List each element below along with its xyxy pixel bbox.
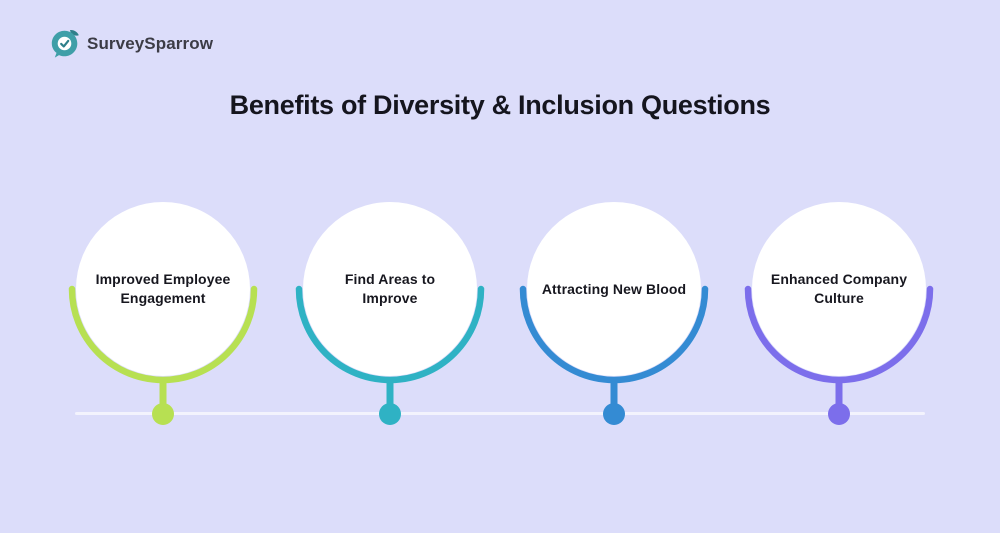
benefit-bubble-graphic [68, 202, 258, 425]
connector-dot [152, 403, 174, 425]
brand-logo: SurveySparrow [50, 29, 213, 59]
brand-name: SurveySparrow [87, 34, 214, 53]
circle-disc [752, 202, 926, 376]
benefit-item-1: Improved Employee Engagement [63, 201, 263, 433]
connector-dot [603, 403, 625, 425]
timeline-line [75, 412, 925, 415]
benefit-bubble-graphic [519, 202, 709, 425]
benefit-bubble-graphic [295, 202, 485, 425]
surveysparrow-bird-check-icon [50, 29, 80, 59]
circle-disc [303, 202, 477, 376]
circle-disc [527, 202, 701, 376]
connector-dot [379, 403, 401, 425]
benefit-item-3: Attracting New Blood [514, 201, 714, 433]
connector-dot [828, 403, 850, 425]
page-title: Benefits of Diversity & Inclusion Questi… [229, 90, 771, 120]
benefit-bubble-graphic [744, 202, 934, 425]
circle-disc [76, 202, 250, 376]
benefit-item-4: Enhanced Company Culture [739, 201, 939, 433]
benefit-item-2: Find Areas to Improve [290, 201, 490, 433]
